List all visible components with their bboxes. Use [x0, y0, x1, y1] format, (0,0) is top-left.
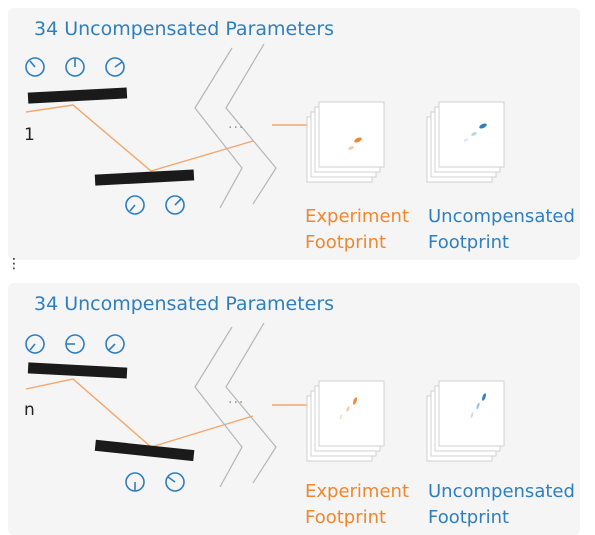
mirror-bar — [94, 169, 195, 186]
panel-index: n — [24, 400, 35, 420]
optical-diagram — [25, 43, 505, 215]
knob-icon — [25, 334, 125, 354]
uncompensated-footprint-label: Uncompensated Footprint — [428, 206, 575, 253]
mirror-bar — [27, 362, 128, 379]
uncompensated-footprint-spots — [463, 123, 487, 142]
experiment-footprint-spots — [348, 137, 362, 150]
chevron-stage-icon — [194, 43, 277, 209]
panel-index: 1 — [24, 125, 35, 145]
image-stack-icon — [426, 101, 505, 183]
image-stack-icon — [306, 380, 385, 462]
image-stack-icon — [306, 101, 385, 183]
vertical-ellipsis: ⋮ — [7, 256, 21, 272]
experiment-footprint-label: Experiment Footprint — [305, 481, 410, 528]
experiment-footprint-spots — [339, 397, 357, 420]
mirror-bar — [94, 439, 195, 462]
beam-path — [25, 378, 254, 448]
knob-icon — [25, 57, 125, 77]
knob-icon — [125, 472, 185, 492]
experiment-footprint-label: Experiment Footprint — [305, 206, 410, 253]
panel-experiment-1: 34 Uncompensated Parameters — [8, 8, 580, 260]
ellipsis: ... — [228, 116, 245, 132]
panel-title: 34 Uncompensated Parameters — [34, 18, 335, 40]
uncompensated-footprint-spots — [470, 393, 486, 418]
knob-icon — [125, 195, 185, 215]
mirror-bar — [27, 87, 128, 104]
chevron-stage-icon — [194, 322, 277, 488]
optical-diagram — [25, 322, 505, 492]
uncompensated-footprint-label: Uncompensated Footprint — [428, 481, 575, 528]
image-stack-icon — [426, 380, 505, 462]
beam-path — [25, 104, 254, 172]
ellipsis: ... — [228, 391, 245, 407]
panel-experiment-n: 34 Uncompensated Parameters — [8, 283, 580, 535]
panel-title: 34 Uncompensated Parameters — [34, 293, 335, 315]
